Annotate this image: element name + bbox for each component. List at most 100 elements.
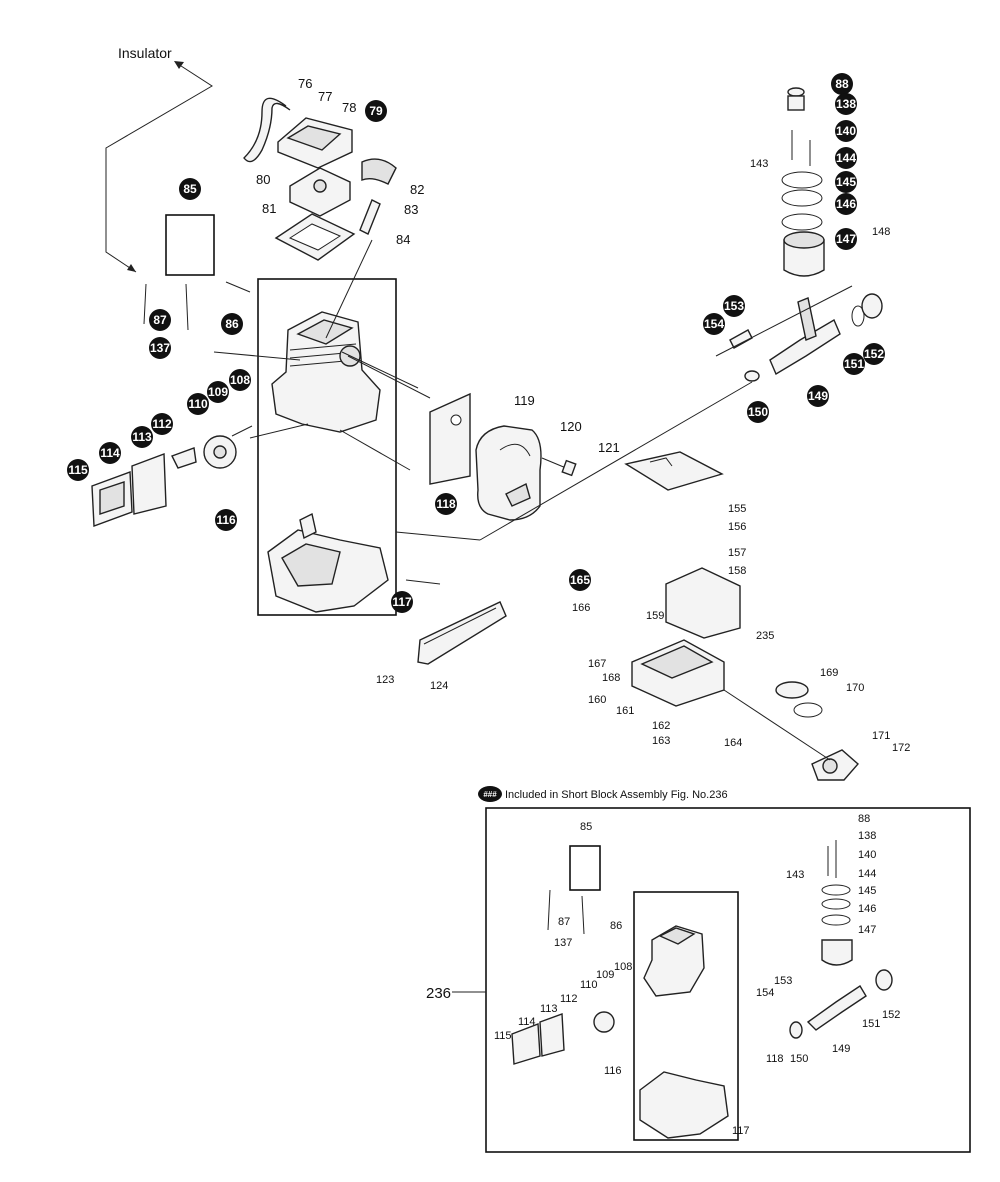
part-number-169: 169 [820,667,838,679]
svg-text:113: 113 [132,430,152,444]
part-number-170: 170 [846,682,864,694]
svg-text:154: 154 [704,317,724,331]
inset-part-118: 118 [766,1053,784,1065]
inset-part-149: 149 [832,1043,850,1055]
badge-138 [835,93,857,115]
svg-text:153: 153 [724,299,744,313]
part-number-161: 161 [616,705,634,717]
inset-part-140: 140 [858,849,876,861]
inset-part-114: 114 [518,1016,536,1028]
crankcase [267,512,389,613]
part-number-159: 159 [646,610,664,622]
svg-text:140: 140 [836,124,856,138]
wrist-pin [729,329,760,382]
svg-text:150: 150 [748,405,768,419]
badge-114 [99,442,121,464]
inset-part-150: 150 [790,1053,808,1065]
part-number-162: 162 [652,720,670,732]
inset-short-block: 236 85 88 138 140 143 144 145 146 147 86… [426,807,971,1153]
badge-113 [131,426,153,448]
svg-text:144: 144 [836,151,856,165]
inset-part-108: 108 [614,961,632,973]
rocker-arm [171,447,197,469]
main-part-numbers: 76 77 78 80 81 82 83 84 119 120 121 155 … [256,76,910,754]
part-number-156: 156 [728,521,746,533]
part-number-171: 171 [872,730,890,742]
main-badges: 79 85 86 87 137 88 138 140 144 145 146 1… [67,73,885,613]
badge-150 [747,401,769,423]
badge-88 [831,73,853,95]
part-number-84: 84 [396,232,410,247]
part-number-172: 172 [892,742,910,754]
spark-plug [359,158,397,235]
badge-145 [835,171,857,193]
svg-text:137: 137 [150,341,170,355]
badge-146 [835,193,857,215]
inset-part-87: 87 [558,916,570,928]
badge-154 [703,313,725,335]
inset-part-151: 151 [862,1018,880,1030]
svg-text:152: 152 [864,347,884,361]
inset-part-115: 115 [494,1030,512,1042]
rocker-cover [289,167,351,217]
svg-text:149: 149 [808,389,828,403]
svg-text:151: 151 [844,357,864,371]
part-number-163: 163 [652,735,670,747]
badge-149 [807,385,829,407]
inset-number: 236 [426,985,451,1002]
svg-text:79: 79 [369,104,383,118]
part-number-81: 81 [262,201,276,216]
svg-text:117: 117 [392,595,412,609]
inset-part-145: 145 [858,885,876,897]
inset-part-109: 109 [596,969,614,981]
svg-text:112: 112 [152,417,172,431]
part-number-80: 80 [256,172,270,187]
badge-85 [179,178,201,200]
svg-text:165: 165 [570,573,590,587]
part-number-158: 158 [728,565,746,577]
part-number-121: 121 [598,440,620,455]
badge-112 [151,413,173,435]
inset-part-144: 144 [858,868,876,880]
svg-text:110: 110 [188,397,208,411]
svg-text:86: 86 [225,317,239,331]
short-block-box [257,278,397,616]
part-number-120: 120 [560,419,582,434]
badge-87 [149,309,171,331]
badge-86 [221,313,243,335]
part-number-166: 166 [572,602,590,614]
badge-152 [863,343,885,365]
insulator-arrow: Insulator [105,45,213,273]
legend-symbol [478,786,502,802]
rocker-group-box [165,214,215,276]
badge-117 [391,591,413,613]
inset-part-146: 146 [858,903,876,915]
muffler-gasket [429,392,471,485]
legend-text: Included in Short Block Assembly Fig. No… [505,789,728,801]
part-number-155: 155 [728,503,746,515]
cam-gear [203,425,253,469]
part-number-78: 78 [342,100,356,115]
badge-110 [187,393,209,415]
badge-108 [229,369,251,391]
part-number-124: 124 [430,680,448,692]
inset-part-112: 112 [560,993,578,1005]
svg-text:118: 118 [436,497,456,511]
oil-separator [665,567,741,639]
badge-116 [215,509,237,531]
svg-text:109: 109 [208,385,228,399]
inset-part-113: 113 [540,1003,558,1015]
svg-text:115: 115 [68,463,88,477]
part-number-82: 82 [410,182,424,197]
insulator-label: Insulator [118,45,172,61]
crankcase-cover [417,601,507,665]
breather-tube [243,97,291,163]
svg-text:116: 116 [216,513,236,527]
muffler [475,425,542,521]
inset-part-143: 143 [786,869,804,881]
part-number-148: 148 [872,226,890,238]
oil-cap [775,681,823,718]
cover-gasket [274,213,356,261]
valves [787,87,811,166]
